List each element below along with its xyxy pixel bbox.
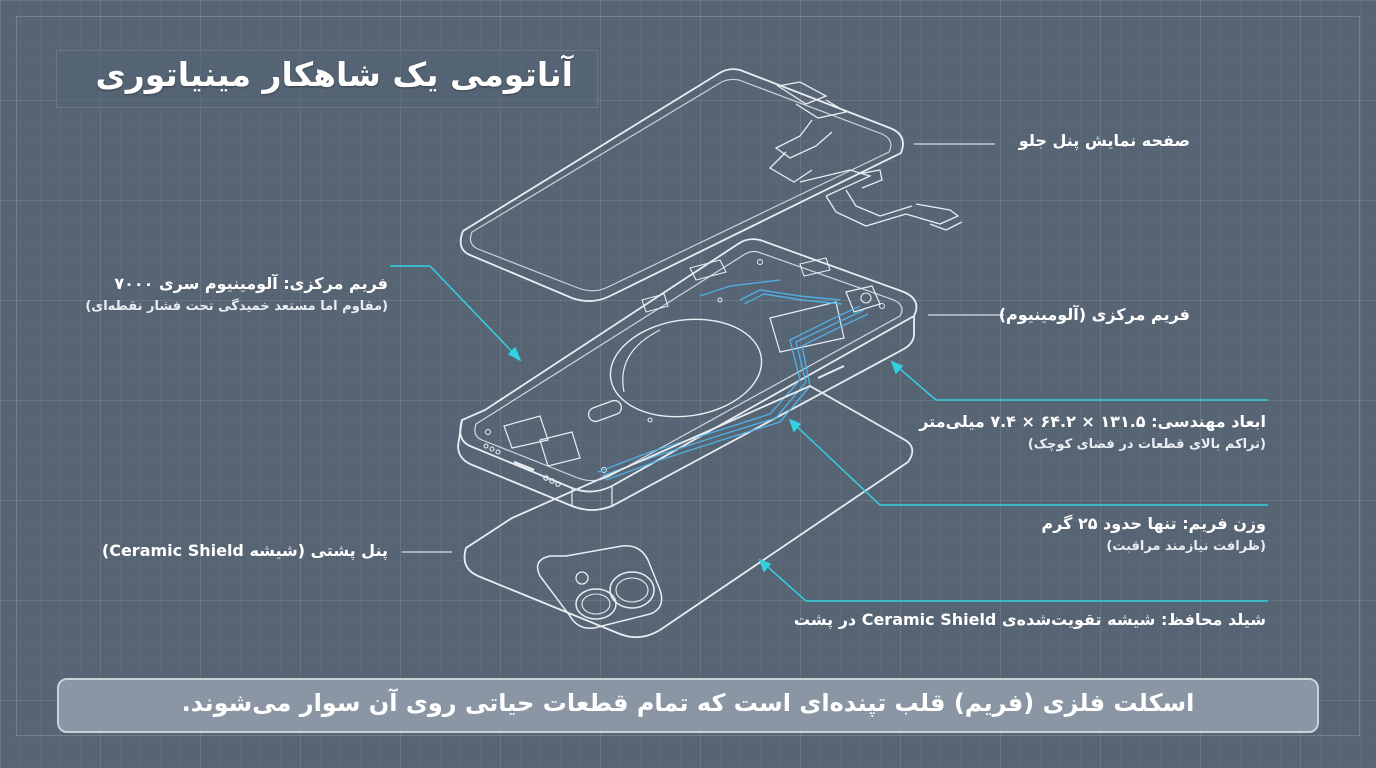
leader-weight bbox=[789, 419, 1268, 506]
label-mid-frame-text: فریم مرکزی (آلومینیوم) bbox=[998, 305, 1190, 324]
label-shield: شیلد محافظ: شیشه تقویت‌شده‌ی Ceramic Shi… bbox=[794, 610, 1266, 629]
label-weight-text: وزن فریم: تنها حدود ۲۵ گرم bbox=[1041, 514, 1266, 533]
leader-dimensions bbox=[891, 361, 1268, 401]
label-weight-note: (ظرافت نیازمند مراقبت) bbox=[1106, 539, 1266, 554]
display-flex-cable bbox=[768, 81, 963, 231]
leader-lines bbox=[390, 143, 1268, 602]
speaker-holes bbox=[483, 443, 561, 487]
label-front-display: صفحه نمایش پنل جلو bbox=[1019, 131, 1190, 150]
label-weight: وزن فریم: تنها حدود ۲۵ گرم (ظرافت نیازمن… bbox=[1041, 514, 1266, 554]
label-dimensions: ابعاد مهندسی: ۱۳۱.۵ × ۶۴.۲ × ۷.۴ میلی‌مت… bbox=[919, 412, 1266, 452]
page-title: آناتومی یک شاهکار مینیاتوری bbox=[95, 55, 573, 94]
label-mid-frame: فریم مرکزی (آلومینیوم) bbox=[999, 305, 1190, 324]
label-frame-material-note: (مقاوم اما مستعد خمیدگی تحت فشار نقطه‌ای… bbox=[85, 299, 388, 314]
summary-banner: اسکلت فلزی (فریم) قلب تپنده‌ای است که تم… bbox=[57, 678, 1319, 733]
label-back-panel: پنل پشتی (شیشه Ceramic Shield) bbox=[102, 541, 388, 560]
aluminium-mid-frame bbox=[457, 238, 918, 511]
title-panel: آناتومی یک شاهکار مینیاتوری bbox=[56, 50, 598, 108]
label-front-display-text: صفحه نمایش پنل جلو bbox=[1018, 131, 1190, 150]
label-shield-text: شیلد محافظ: شیشه تقویت‌شده‌ی Ceramic Shi… bbox=[793, 610, 1266, 629]
leader-frame-material bbox=[390, 265, 521, 361]
back-glass-panel bbox=[463, 384, 914, 639]
label-frame-material: فریم مرکزی: آلومینیوم سری ۷۰۰۰ (مقاوم ام… bbox=[85, 274, 388, 314]
blueprint-frame bbox=[16, 16, 1360, 736]
summary-text: اسکلت فلزی (فریم) قلب تپنده‌ای است که تم… bbox=[181, 689, 1195, 717]
leader-shield bbox=[759, 559, 1268, 602]
label-back-panel-text: پنل پشتی (شیشه Ceramic Shield) bbox=[101, 541, 388, 560]
front-display-panel bbox=[459, 68, 963, 302]
screw-points bbox=[485, 259, 885, 473]
internal-flex-traces bbox=[597, 279, 869, 481]
label-dimensions-note: (تراکم بالای قطعات در فضای کوچک) bbox=[1027, 437, 1266, 452]
label-frame-material-text: فریم مرکزی: آلومینیوم سری ۷۰۰۰ bbox=[114, 274, 388, 293]
label-dimensions-text: ابعاد مهندسی: ۱۳۱.۵ × ۶۴.۲ × ۷.۴ میلی‌مت… bbox=[919, 412, 1266, 431]
camera-module bbox=[536, 545, 663, 629]
